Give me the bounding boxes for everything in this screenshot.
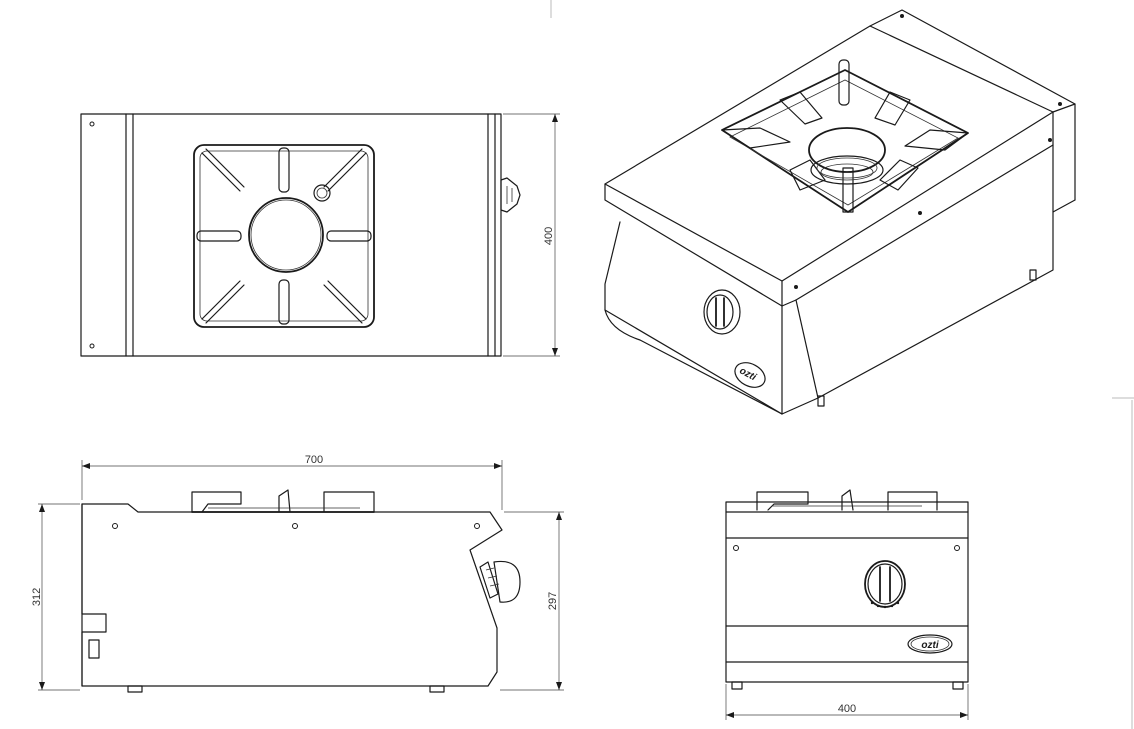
brand-logo-text: ozti	[737, 365, 758, 383]
front-view: ozti 400	[725, 489, 969, 720]
side-view: 700 312 297	[31, 454, 564, 693]
brand-logo-front: ozti	[907, 634, 953, 654]
dimension-label: 312	[31, 588, 43, 606]
knob-front-view	[864, 560, 906, 609]
page-edge-marks	[550, 0, 1134, 729]
grate-iso-view	[721, 59, 969, 213]
dimension-label: 400	[543, 227, 555, 245]
dimension-label: 400	[838, 703, 856, 715]
dimension-label: 297	[547, 592, 559, 610]
dimension-top-depth: 400	[503, 113, 560, 357]
knob-side-view	[479, 560, 521, 603]
dimension-side-height-back: 297	[500, 511, 564, 691]
top-view: 400	[80, 113, 560, 357]
dimension-side-height-front: 312	[31, 503, 80, 691]
brand-logo-text: ozti	[921, 640, 938, 651]
knob-iso-view	[703, 289, 741, 335]
isometric-view: ozti	[604, 9, 1076, 415]
dimension-label: 700	[305, 454, 323, 466]
dimension-side-width: 700	[81, 454, 503, 510]
grate-top-view	[193, 144, 375, 328]
grate-side-view	[191, 489, 375, 513]
grate-front-view	[756, 489, 938, 511]
dimension-front-width: 400	[725, 684, 969, 720]
